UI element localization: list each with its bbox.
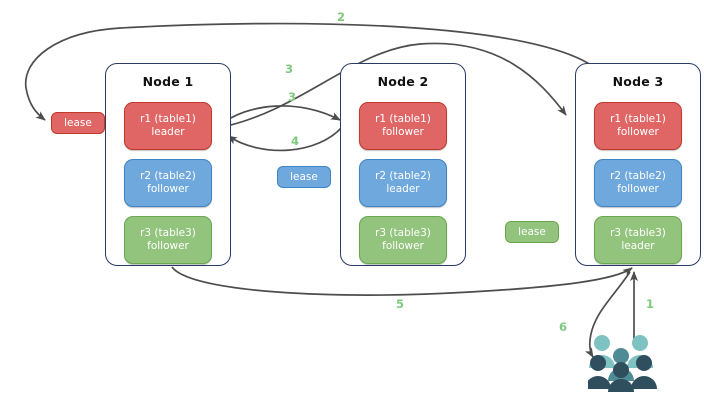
node2-replica-r3-name: r3 (table3) bbox=[375, 227, 431, 239]
edge-3a-path bbox=[217, 42, 567, 129]
node3-replica-r3-role: leader bbox=[621, 240, 655, 252]
node1-replica-r1[interactable]: r1 (table1) leader bbox=[124, 102, 212, 150]
node1-replica-r3[interactable]: r3 (table3) follower bbox=[124, 216, 212, 264]
node1-replica-r2-name: r2 (table2) bbox=[140, 170, 196, 182]
clients-group-icon[interactable] bbox=[588, 334, 662, 392]
node1-replica-r1-role: leader bbox=[151, 126, 185, 138]
edge-2-path bbox=[24, 22, 599, 121]
node1-replica-r3-name: r3 (table3) bbox=[140, 227, 196, 239]
node3-replica-r3-name: r3 (table3) bbox=[610, 227, 666, 239]
node-box-node2[interactable]: Node 2 r1 (table1) follower r2 (table2) … bbox=[340, 63, 466, 266]
node1-title: Node 1 bbox=[142, 74, 194, 89]
node2-replica-r3-role: follower bbox=[382, 240, 424, 252]
node-box-node1[interactable]: Node 1 r1 (table1) leader r2 (table2) fo… bbox=[105, 63, 231, 266]
edge-label-6: 6 bbox=[559, 320, 568, 334]
edge-5-path bbox=[171, 266, 633, 296]
node2-replica-r1-name: r1 (table1) bbox=[375, 113, 431, 125]
node2-replica-r1-role: follower bbox=[382, 126, 424, 138]
lease-chip-red[interactable]: lease bbox=[51, 112, 105, 134]
edge-label-5: 5 bbox=[396, 297, 405, 311]
edge-label-1: 1 bbox=[646, 297, 655, 311]
node2-title: Node 2 bbox=[377, 74, 429, 89]
node2-replica-r2-role: leader bbox=[386, 183, 420, 195]
node2-replica-r2[interactable]: r2 (table2) leader bbox=[359, 159, 447, 207]
node1-replica-r2[interactable]: r2 (table2) follower bbox=[124, 159, 212, 207]
edge-6-path bbox=[584, 271, 631, 358]
node1-replica-r2-role: follower bbox=[147, 183, 189, 195]
edge-label-3a: 3 bbox=[285, 62, 294, 76]
node1-replica-r1-name: r1 (table1) bbox=[140, 113, 196, 125]
node2-replica-r2-name: r2 (table2) bbox=[375, 170, 431, 182]
lease-chip-blue[interactable]: lease bbox=[277, 166, 331, 188]
node3-replica-r1-role: follower bbox=[617, 126, 659, 138]
edge-label-2: 2 bbox=[337, 10, 346, 24]
node2-replica-r3[interactable]: r3 (table3) follower bbox=[359, 216, 447, 264]
client-person-front-center bbox=[608, 362, 634, 392]
node3-replica-r2-name: r2 (table2) bbox=[610, 170, 666, 182]
client-person-front-right bbox=[631, 355, 657, 389]
node1-replica-r3-role: follower bbox=[147, 240, 189, 252]
node3-replica-r1-name: r1 (table1) bbox=[610, 113, 666, 125]
node3-replica-r2[interactable]: r2 (table2) follower bbox=[594, 159, 682, 207]
edge-4-path bbox=[227, 125, 344, 152]
node3-replica-r1[interactable]: r1 (table1) follower bbox=[594, 102, 682, 150]
lease-chip-green[interactable]: lease bbox=[505, 221, 559, 243]
node3-title: Node 3 bbox=[612, 74, 664, 89]
client-person-front-left bbox=[588, 355, 611, 389]
edge-label-4: 4 bbox=[291, 134, 300, 148]
node3-replica-r3[interactable]: r3 (table3) leader bbox=[594, 216, 682, 264]
node2-replica-r1[interactable]: r1 (table1) follower bbox=[359, 102, 447, 150]
node3-replica-r2-role: follower bbox=[617, 183, 659, 195]
edge-label-3b: 3 bbox=[288, 90, 297, 104]
node-box-node3[interactable]: Node 3 r1 (table1) follower r2 (table2) … bbox=[575, 63, 701, 266]
